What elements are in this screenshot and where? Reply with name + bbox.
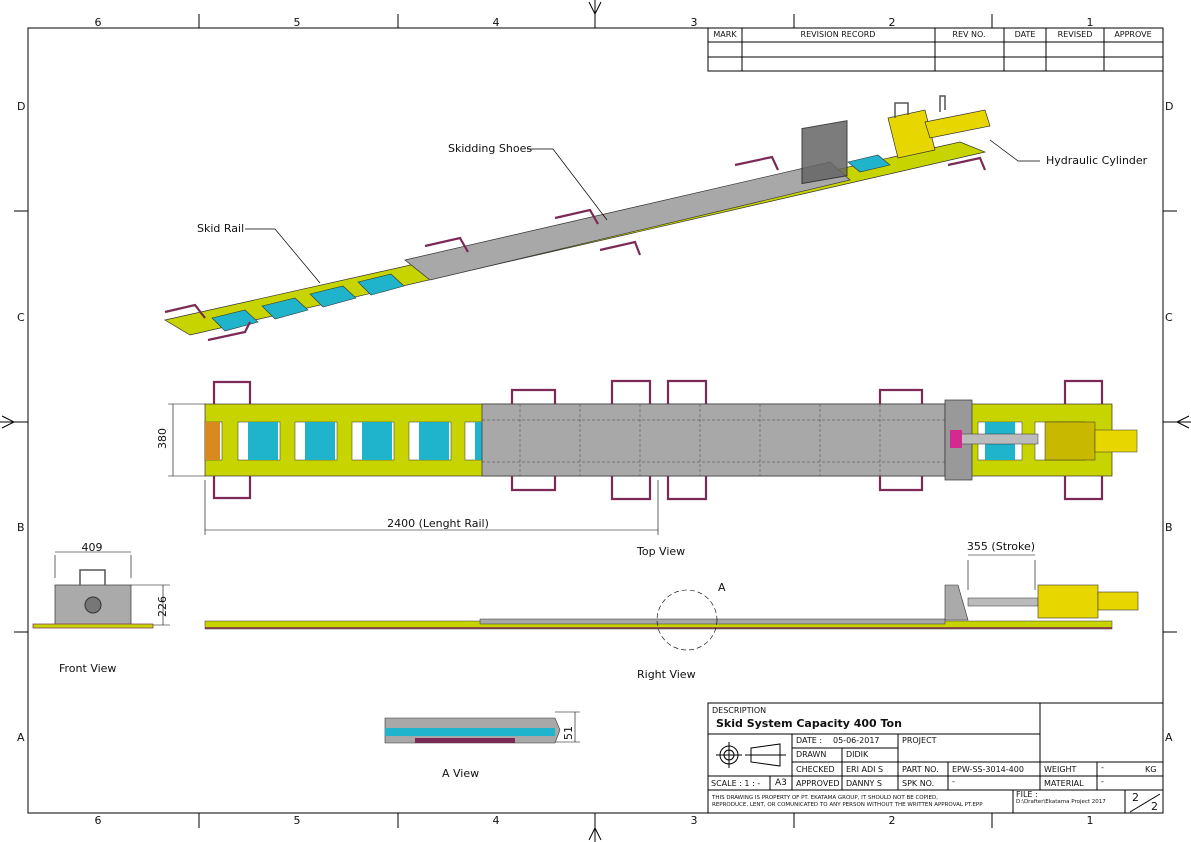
label-right-view: Right View <box>637 668 696 681</box>
tb-notice-line-1: THIS DRAWING IS PROPERTY OF PT. EKATAMA … <box>712 795 939 801</box>
rev-header-date: DATE <box>1014 30 1036 39</box>
tb-description-label: DESCRIPTION <box>712 706 767 715</box>
zone-col-5-bottom: 5 <box>293 814 301 827</box>
dim-front-width: 409 <box>81 541 103 554</box>
zone-row-b: B <box>17 521 25 534</box>
top-skidding-shoes <box>481 403 946 477</box>
iso-cylinder-block <box>887 109 936 159</box>
tb-description: Skid System Capacity 400 Ton <box>716 717 902 730</box>
zone-col-4-bottom: 4 <box>492 814 500 827</box>
tb-weight: - <box>1101 763 1104 772</box>
revision-table-grid <box>707 27 1164 72</box>
zone-col-1: 1 <box>1086 16 1094 29</box>
a-view <box>384 717 561 744</box>
rev-header-rev-no: REV NO. <box>952 30 986 39</box>
tb-approved: DANNY S <box>846 779 882 788</box>
iso-handles <box>164 155 987 342</box>
dim-front-height: 226 <box>156 596 169 617</box>
zone-col-2-bottom: 2 <box>888 814 896 827</box>
tb-scale: SCALE : 1 : - <box>711 779 761 788</box>
front-view <box>32 569 154 629</box>
top-handles <box>212 379 1104 501</box>
tb-drawn-label: DRAWN <box>796 750 827 759</box>
dim-length-rail: 2400 (Lenght Rail) <box>387 517 489 530</box>
isometric-view <box>164 95 991 342</box>
tb-file-path: D:\Drafter\Ekatama Project 2017 <box>1016 799 1106 805</box>
title-block-grid <box>707 702 1164 814</box>
label-top-view: Top View <box>637 545 686 558</box>
zone-col-4: 4 <box>492 16 500 29</box>
zone-row-b-right: B <box>1165 521 1173 534</box>
callout-hydraulic-cylinder: Hydraulic Cylinder <box>1046 154 1148 167</box>
callout-leaders <box>245 139 1040 284</box>
callout-skid-rail: Skid Rail <box>197 222 245 235</box>
dim-stroke: 355 (Stroke) <box>966 540 1036 553</box>
end-stopper <box>205 422 220 460</box>
tb-part-no-label: PART NO. <box>902 765 939 774</box>
tb-sheet-number: 2 <box>1132 791 1139 804</box>
tb-date: 05-06-2017 <box>833 736 880 745</box>
tb-material-label: MATERIAL <box>1044 779 1084 788</box>
zone-col-3: 3 <box>690 16 698 29</box>
zone-row-a-right: A <box>1165 731 1173 744</box>
tb-weight-label: WEIGHT <box>1044 765 1077 774</box>
rev-header-revised: REVISED <box>1057 30 1093 39</box>
zone-col-5: 5 <box>293 16 301 29</box>
top-hydraulic-cylinder <box>1094 429 1138 453</box>
tb-checked: ERI ADI S <box>846 765 884 774</box>
tb-file-label: FILE : <box>1016 790 1038 799</box>
zone-row-a: A <box>17 731 25 744</box>
zone-col-3-bottom: 3 <box>690 814 698 827</box>
rev-header-approve: APPROVE <box>1114 30 1152 39</box>
iso-hydraulic-cylinder <box>924 109 991 139</box>
iso-skidding-shoes <box>404 161 851 281</box>
detail-marker-a: A <box>718 581 726 594</box>
tb-spk-label: SPK NO. <box>902 779 935 788</box>
zone-col-2: 2 <box>888 16 896 29</box>
tb-paper-size: A3 <box>775 778 787 788</box>
zone-col-1-bottom: 1 <box>1086 814 1094 827</box>
right-hydraulic-cylinder <box>1037 584 1099 619</box>
zone-row-d-right: D <box>1165 100 1174 113</box>
tb-sheet-total: 2 <box>1151 800 1158 813</box>
dim-a-view-height: 51 <box>562 726 575 740</box>
zone-col-6-bottom: 6 <box>94 814 102 827</box>
zone-row-d: D <box>17 100 26 113</box>
tb-weight-unit: KG <box>1145 765 1157 774</box>
label-front-view: Front View <box>59 662 117 675</box>
tb-material: - <box>1101 777 1104 786</box>
zone-col-6: 6 <box>94 16 102 29</box>
dimension-lines <box>54 403 1036 743</box>
tb-approved-label: APPROVED <box>796 779 840 788</box>
tb-project-label: PROJECT <box>902 736 937 745</box>
tb-notice-line-2: REPRODUCE, LENT, OR COMUNICATED TO ANY P… <box>712 802 983 808</box>
zone-row-c-right: C <box>1165 311 1173 324</box>
rev-header-mark: MARK <box>713 30 737 39</box>
zone-row-c: C <box>17 311 25 324</box>
tb-drawn: DIDIK <box>846 750 869 759</box>
rev-header-record: REVISION RECORD <box>800 30 876 39</box>
label-a-view: A View <box>442 767 480 780</box>
tb-part-no: EPW-SS-3014-400 <box>952 765 1024 774</box>
tb-spk: - <box>952 777 955 786</box>
top-view <box>54 379 1138 743</box>
right-view <box>204 584 1139 651</box>
tb-date-label: DATE : <box>796 736 823 745</box>
callout-skidding-shoes: Skidding Shoes <box>448 142 533 155</box>
dim-width-380: 380 <box>156 428 169 449</box>
tb-checked-label: CHECKED <box>796 765 835 774</box>
detail-circle-a <box>656 589 718 651</box>
iso-pads <box>211 154 891 332</box>
